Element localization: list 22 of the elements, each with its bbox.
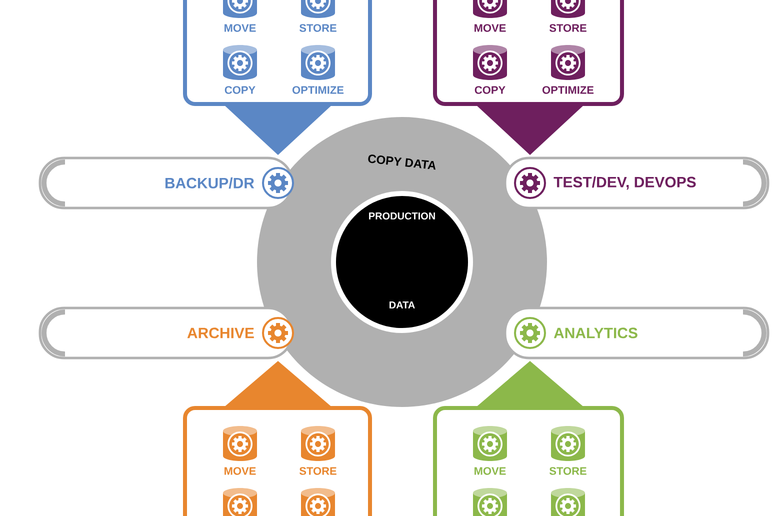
database-gear-icon bbox=[223, 488, 257, 516]
database-gear-icon bbox=[301, 488, 335, 516]
label-pill: TEST/DEV, DEVOPS bbox=[504, 156, 770, 210]
icon-label: STORE bbox=[299, 24, 336, 32]
label-pill: BACKUP/DR bbox=[38, 156, 294, 210]
icon-label: MOVE bbox=[474, 467, 506, 475]
icon-label: COPY bbox=[224, 86, 256, 94]
icon-label: STORE bbox=[549, 467, 586, 475]
database-gear-icon bbox=[473, 488, 507, 516]
icon-label: STORE bbox=[299, 467, 336, 475]
label-pill: ANALYTICS bbox=[504, 306, 770, 360]
icon-label: MOVE bbox=[224, 24, 256, 32]
node-label: ANALYTICS bbox=[554, 328, 638, 338]
icon-label: OPTIMIZE bbox=[292, 86, 344, 94]
label-pill: ARCHIVE bbox=[38, 306, 294, 360]
icon-label: COPY bbox=[474, 86, 506, 94]
icon-label: MOVE bbox=[224, 467, 256, 475]
icon-label: OPTIMIZE bbox=[542, 86, 594, 94]
icon-label: STORE bbox=[549, 24, 586, 32]
icon-label: MOVE bbox=[474, 24, 506, 32]
database-gear-icon bbox=[551, 488, 585, 516]
node-label: TEST/DEV, DEVOPS bbox=[554, 176, 696, 190]
